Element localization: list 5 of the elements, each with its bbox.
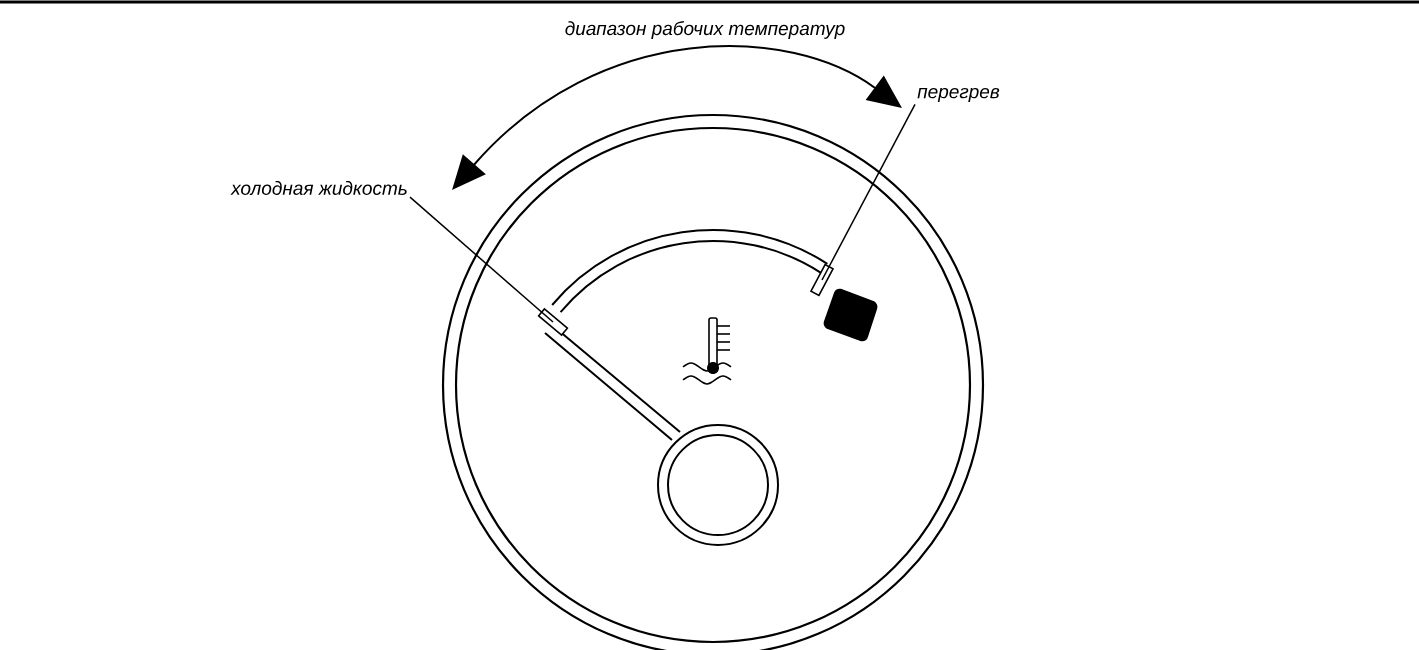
range-label: диапазон рабочих температур bbox=[565, 21, 845, 39]
callout-label: перегрев bbox=[917, 87, 1000, 103]
callout-label: холодная жидкость bbox=[230, 181, 407, 195]
leader-line bbox=[409, 196, 554, 323]
leader-line bbox=[821, 103, 916, 281]
